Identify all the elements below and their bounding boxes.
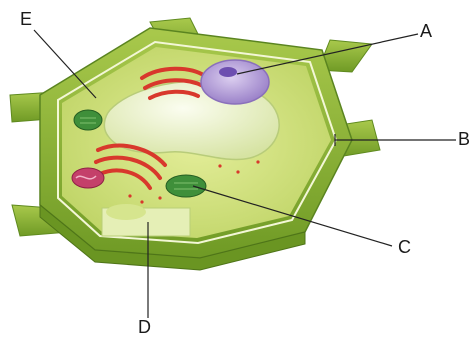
nucleus: [201, 60, 269, 104]
label-A: A: [420, 22, 432, 40]
mitochondrion: [72, 168, 104, 188]
label-B: B: [458, 130, 470, 148]
label-E: E: [20, 10, 32, 28]
chloroplast-lower: [166, 175, 206, 197]
label-D: D: [138, 318, 151, 336]
cell-base-cutaway: [102, 204, 190, 236]
chloroplast-left: [74, 110, 102, 130]
label-C: C: [398, 238, 411, 256]
